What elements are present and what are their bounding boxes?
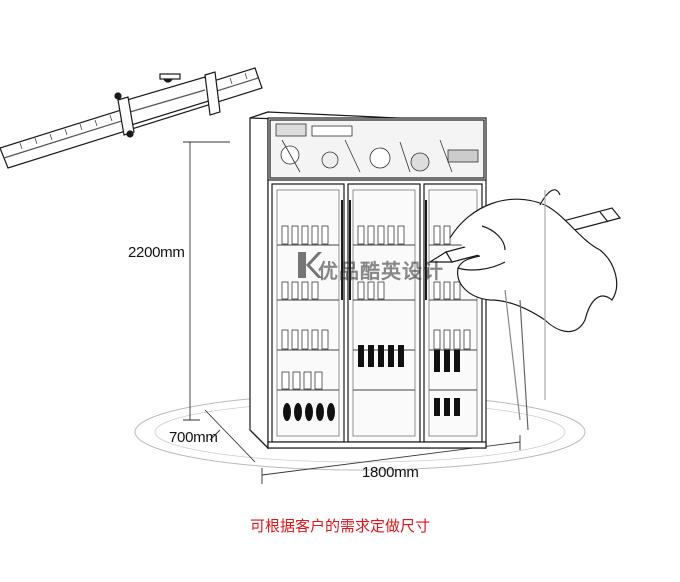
width-dimension-label: 1800mm: [362, 464, 419, 481]
depth-dimension-label: 700mm: [169, 429, 218, 446]
watermark-text: 优品酷英设计: [318, 259, 444, 283]
refrigerator: [249, 111, 487, 450]
caliper-ruler-icon: [0, 67, 263, 169]
hand-with-pencil-icon: [427, 189, 622, 431]
bottles: [281, 225, 471, 390]
custom-size-caption: 可根据客户的需求定做尺寸: [249, 517, 430, 535]
height-dimension-label: 2200mm: [128, 244, 185, 261]
dark-bottles: [283, 345, 460, 421]
logo-k-icon: [298, 252, 322, 278]
